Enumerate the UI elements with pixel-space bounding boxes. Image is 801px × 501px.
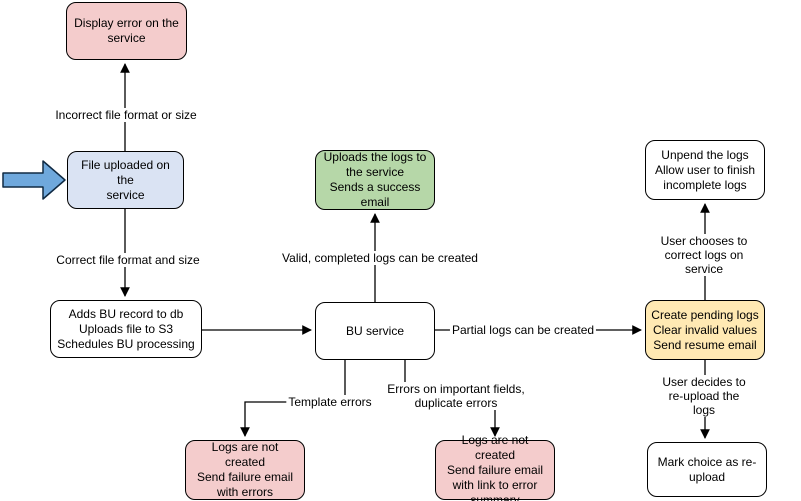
edge-label-user-corrects: User chooses to correct logs on service	[655, 234, 753, 276]
node-file-uploaded: File uploaded on the service	[67, 151, 184, 209]
entry-block-arrow-icon	[2, 160, 66, 200]
node-upload-success: Uploads the logs to the service Sends a …	[315, 150, 435, 210]
node-unpend-logs: Unpend the logs Allow user to finish inc…	[645, 140, 765, 200]
node-adds-bu-record: Adds BU record to db Uploads file to S3 …	[50, 300, 202, 358]
edge-label-incorrect-format: Incorrect file format or size	[53, 108, 199, 122]
edge-label-template-errors: Template errors	[286, 395, 374, 409]
edge-label-field-errors: Errors on important fields, duplicate er…	[385, 382, 527, 410]
edge-label-valid-logs: Valid, completed logs can be created	[280, 251, 480, 265]
node-fail-field-errors: Logs are not created Send failure email …	[435, 433, 555, 501]
edge-label-user-reupload: User decides to re-upload the logs	[655, 375, 753, 417]
node-mark-reupload: Mark choice as re- upload	[647, 442, 767, 497]
edge-label-correct-format: Correct file format and size	[54, 253, 202, 267]
edge-label-partial-logs: Partial logs can be created	[449, 323, 597, 337]
node-create-pending-logs: Create pending logs Clear invalid values…	[645, 300, 765, 360]
node-bu-service: BU service	[315, 302, 435, 360]
node-fail-template-errors: Logs are not created Send failure email …	[185, 440, 305, 500]
node-display-error: Display error on the service	[66, 2, 187, 60]
